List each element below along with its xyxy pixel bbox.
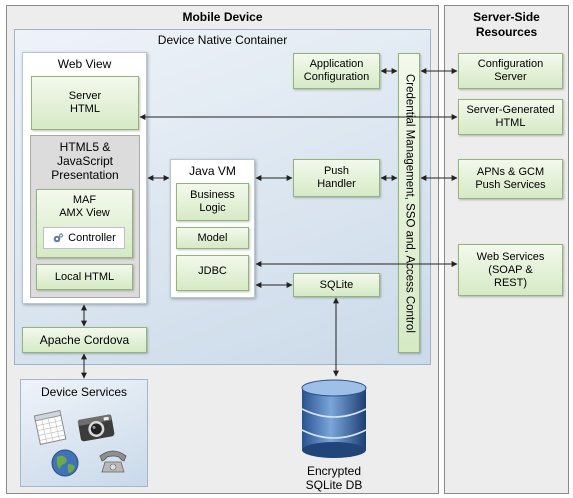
app-config-box: Application Configuration bbox=[293, 53, 380, 89]
maf-amx-label: MAF AMX View bbox=[59, 194, 110, 219]
controller-label: Controller bbox=[68, 232, 116, 244]
config-server-box: Configuration Server bbox=[458, 53, 563, 89]
web-services-label: Web Services (SOAP & REST) bbox=[476, 250, 545, 289]
server-generated-html-label: Server-Generated HTML bbox=[466, 104, 555, 129]
config-server-label: Configuration Server bbox=[477, 58, 544, 83]
gear-icon bbox=[52, 232, 64, 244]
apache-cordova-label: Apache Cordova bbox=[39, 332, 130, 347]
business-logic-label: Business Logic bbox=[190, 189, 235, 214]
business-logic-box: Business Logic bbox=[176, 183, 249, 221]
native-container-title: Device Native Container bbox=[157, 33, 288, 47]
telephone-icon bbox=[99, 450, 127, 473]
apns-gcm-box: APNs & GCM Push Services bbox=[458, 159, 563, 199]
database-icon bbox=[301, 379, 367, 458]
jdbc-label: JDBC bbox=[198, 265, 227, 277]
sqlite-box: SQLite bbox=[293, 273, 380, 297]
web-view-title: Web View bbox=[57, 57, 112, 71]
model-box: Model bbox=[176, 227, 249, 249]
credential-bar-label: Credential Management, SSO and, Access C… bbox=[403, 73, 416, 333]
app-config-label: Application Configuration bbox=[303, 58, 370, 83]
server-html-box: Server HTML bbox=[31, 76, 139, 130]
server-html-label: Server HTML bbox=[68, 90, 102, 115]
mobile-device-title: Mobile Device bbox=[182, 10, 263, 24]
device-services-title: Device Services bbox=[40, 385, 128, 399]
html5-title: HTML5 & JavaScript Presentation bbox=[51, 140, 119, 182]
push-handler-box: Push Handler bbox=[293, 159, 380, 197]
local-html-label: Local HTML bbox=[54, 270, 115, 283]
apns-gcm-label: APNs & GCM Push Services bbox=[475, 166, 546, 191]
server-side-title-line1: Server-Side bbox=[473, 10, 540, 24]
server-side-title-line2: Resources bbox=[475, 25, 538, 39]
push-handler-label: Push Handler bbox=[317, 165, 356, 190]
server-side-title: Server-Side Resources bbox=[444, 10, 569, 40]
apache-cordova-box: Apache Cordova bbox=[22, 327, 147, 353]
controller-box: Controller bbox=[43, 227, 125, 249]
local-html-box: Local HTML bbox=[36, 264, 133, 290]
server-generated-html-box: Server-Generated HTML bbox=[458, 99, 563, 135]
calendar-icon bbox=[33, 410, 67, 445]
camera-icon bbox=[77, 414, 115, 442]
encrypted-db-label: Encrypted SQLite DB bbox=[305, 464, 363, 492]
globe-icon bbox=[51, 449, 79, 477]
jdbc-box: JDBC bbox=[176, 255, 249, 291]
model-label: Model bbox=[197, 231, 228, 244]
java-vm-title: Java VM bbox=[189, 164, 236, 178]
sqlite-label: SQLite bbox=[319, 278, 354, 291]
credential-bar: Credential Management, SSO and, Access C… bbox=[398, 53, 420, 353]
web-services-box: Web Services (SOAP & REST) bbox=[458, 244, 563, 296]
